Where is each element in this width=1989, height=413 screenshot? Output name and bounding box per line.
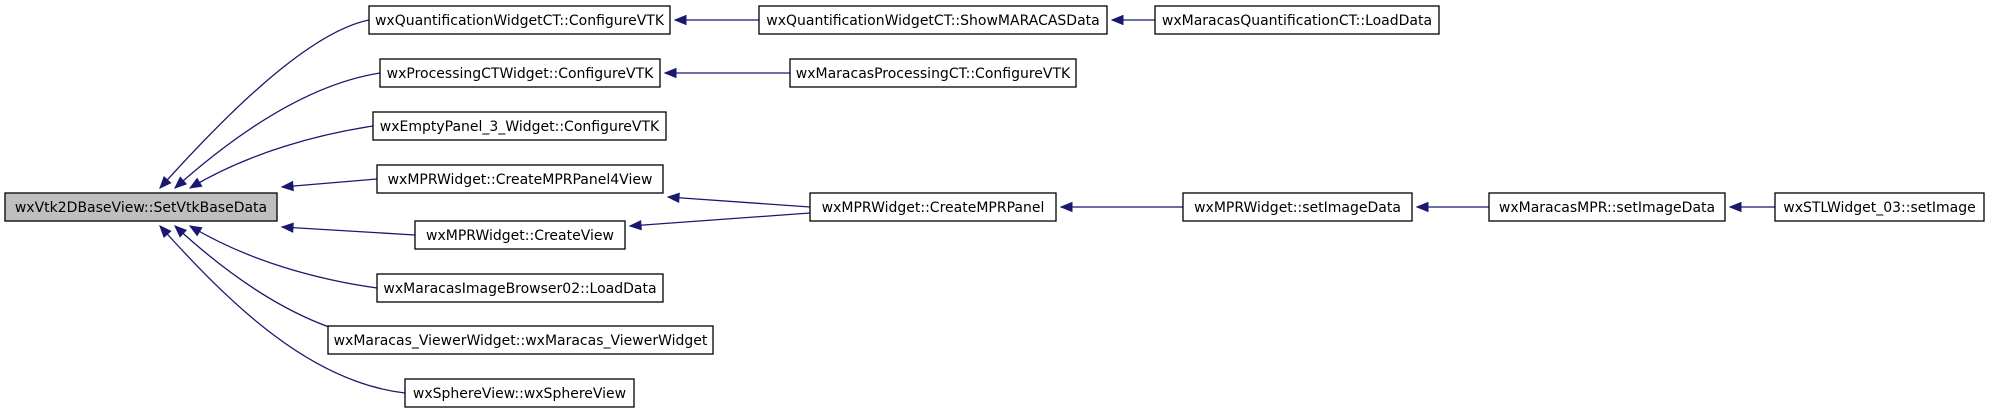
arrowhead-icon [628,219,642,231]
edge-n1-to-n0 [159,19,370,189]
node-wxquantificationwidgetct-configurevtk[interactable]: wxQuantificationWidgetCT::ConfigureVTK [368,5,671,35]
node-box[interactable] [414,220,626,250]
arrowhead-icon [1059,201,1073,213]
node-wxmaracasimagebrowser02-loaddata[interactable]: wxMaracasImageBrowser02::LoadData [376,273,664,303]
node-label: wxProcessingCTWidget::ConfigureVTK [387,66,655,82]
node-label: wxQuantificationWidgetCT::ShowMARACASDat… [766,13,1099,29]
graph-nodes: wxVtk2DBaseView::SetVtkBaseData wxQuantif… [4,5,1985,408]
arrowhead-icon [159,175,172,189]
node-box[interactable] [368,5,671,35]
arrowhead-icon [663,67,677,79]
node-label: wxMaracasProcessingCT::ConfigureVTK [796,66,1071,82]
node-label: wxMPRWidget::CreateView [426,228,614,244]
node-wxmaracasquantificationct-loaddata[interactable]: wxMaracasQuantificationCT::LoadData [1154,5,1440,35]
node-label: wxMPRWidget::CreateMPRPanel [822,200,1045,216]
node-box[interactable] [404,378,635,408]
node-wxprocessingctwidget-configurevtk[interactable]: wxProcessingCTWidget::ConfigureVTK [379,58,661,88]
node-box[interactable] [758,5,1108,35]
node-label: wxSTLWidget_03::setImage [1783,200,1975,216]
node-label: wxMaracasImageBrowser02::LoadData [383,281,656,297]
edge-n6-to-n0 [189,125,374,189]
node-box[interactable] [327,325,714,355]
node-box[interactable] [1488,192,1726,222]
node-wxmprwidget-createmprpanel[interactable]: wxMPRWidget::CreateMPRPanel [809,192,1057,222]
node-wxmprwidget-setimagedata[interactable]: wxMPRWidget::setImageData [1182,192,1413,222]
node-wxmaracas-viewerwidget-wxmaracas-viewerwidget[interactable]: wxMaracas_ViewerWidget::wxMaracas_Viewer… [327,325,714,355]
node-wxvtk2dbaseview-setvtkbasedata[interactable]: wxVtk2DBaseView::SetVtkBaseData [4,192,278,222]
arrowhead-icon [174,225,188,238]
node-box[interactable] [379,58,661,88]
node-wxmaracasmpr-setimagedata[interactable]: wxMaracasMPR::setImageData [1488,192,1726,222]
node-label: wxMaracasQuantificationCT::LoadData [1162,13,1432,29]
node-wxmprwidget-createview[interactable]: wxMPRWidget::CreateView [414,220,626,250]
root-node-box[interactable] [4,192,278,222]
arrowhead-icon [1728,201,1742,213]
node-box[interactable] [376,164,664,194]
node-box[interactable] [789,58,1077,88]
node-label: wxMaracasMPR::setImageData [1499,200,1715,216]
arrowhead-icon [666,192,680,204]
node-label: wxMPRWidget::CreateMPRPanel4View [388,172,653,188]
arrowhead-icon [188,225,203,237]
node-label: wxEmptyPanel_3_Widget::ConfigureVTK [380,119,660,135]
arrowhead-icon [1415,201,1429,213]
node-box[interactable] [376,273,664,303]
node-box[interactable] [1774,192,1985,222]
arrowhead-icon [159,225,172,239]
node-label: wxSphereView::wxSphereView [413,386,626,402]
edge-n12-to-n0 [281,226,416,236]
node-box[interactable] [372,111,667,141]
node-wxmaracasprocessingct-configurevtk[interactable]: wxMaracasProcessingCT::ConfigureVTK [789,58,1077,88]
node-wxsphereview-wxsphereview[interactable]: wxSphereView::wxSphereView [404,378,635,408]
node-box[interactable] [1182,192,1413,222]
node-wxmprwidget-createmprpanel4view[interactable]: wxMPRWidget::CreateMPRPanel4View [376,164,664,194]
edge-n8-to-n12 [629,212,811,227]
edge-n15-to-n0 [159,225,406,394]
arrowhead-icon [673,14,687,26]
node-box[interactable] [809,192,1057,222]
arrowhead-icon [280,222,294,233]
node-label: wxVtk2DBaseView::SetVtkBaseData [15,200,267,216]
edge-n7-to-n0 [281,178,378,188]
arrowhead-icon [188,177,203,189]
node-label: wxQuantificationWidgetCT::ConfigureVTK [375,13,665,29]
node-label: wxMaracas_ViewerWidget::wxMaracas_Viewer… [334,333,708,349]
node-wxemptypanel-3-widget-configurevtk[interactable]: wxEmptyPanel_3_Widget::ConfigureVTK [372,111,667,141]
edge-n13-to-n0 [189,225,378,289]
node-box[interactable] [1154,5,1440,35]
node-wxquantificationwidgetct-showmaracasdata[interactable]: wxQuantificationWidgetCT::ShowMARACASDat… [758,5,1108,35]
edge-n4-to-n0 [174,72,381,189]
node-wxstlwidget-03-setimage[interactable]: wxSTLWidget_03::setImage [1774,192,1985,222]
arrowhead-icon [280,180,294,192]
edge-n8-to-n7 [667,196,811,208]
node-label: wxMPRWidget::setImageData [1194,200,1401,216]
arrowhead-icon [174,176,188,189]
arrowhead-icon [1110,14,1124,26]
